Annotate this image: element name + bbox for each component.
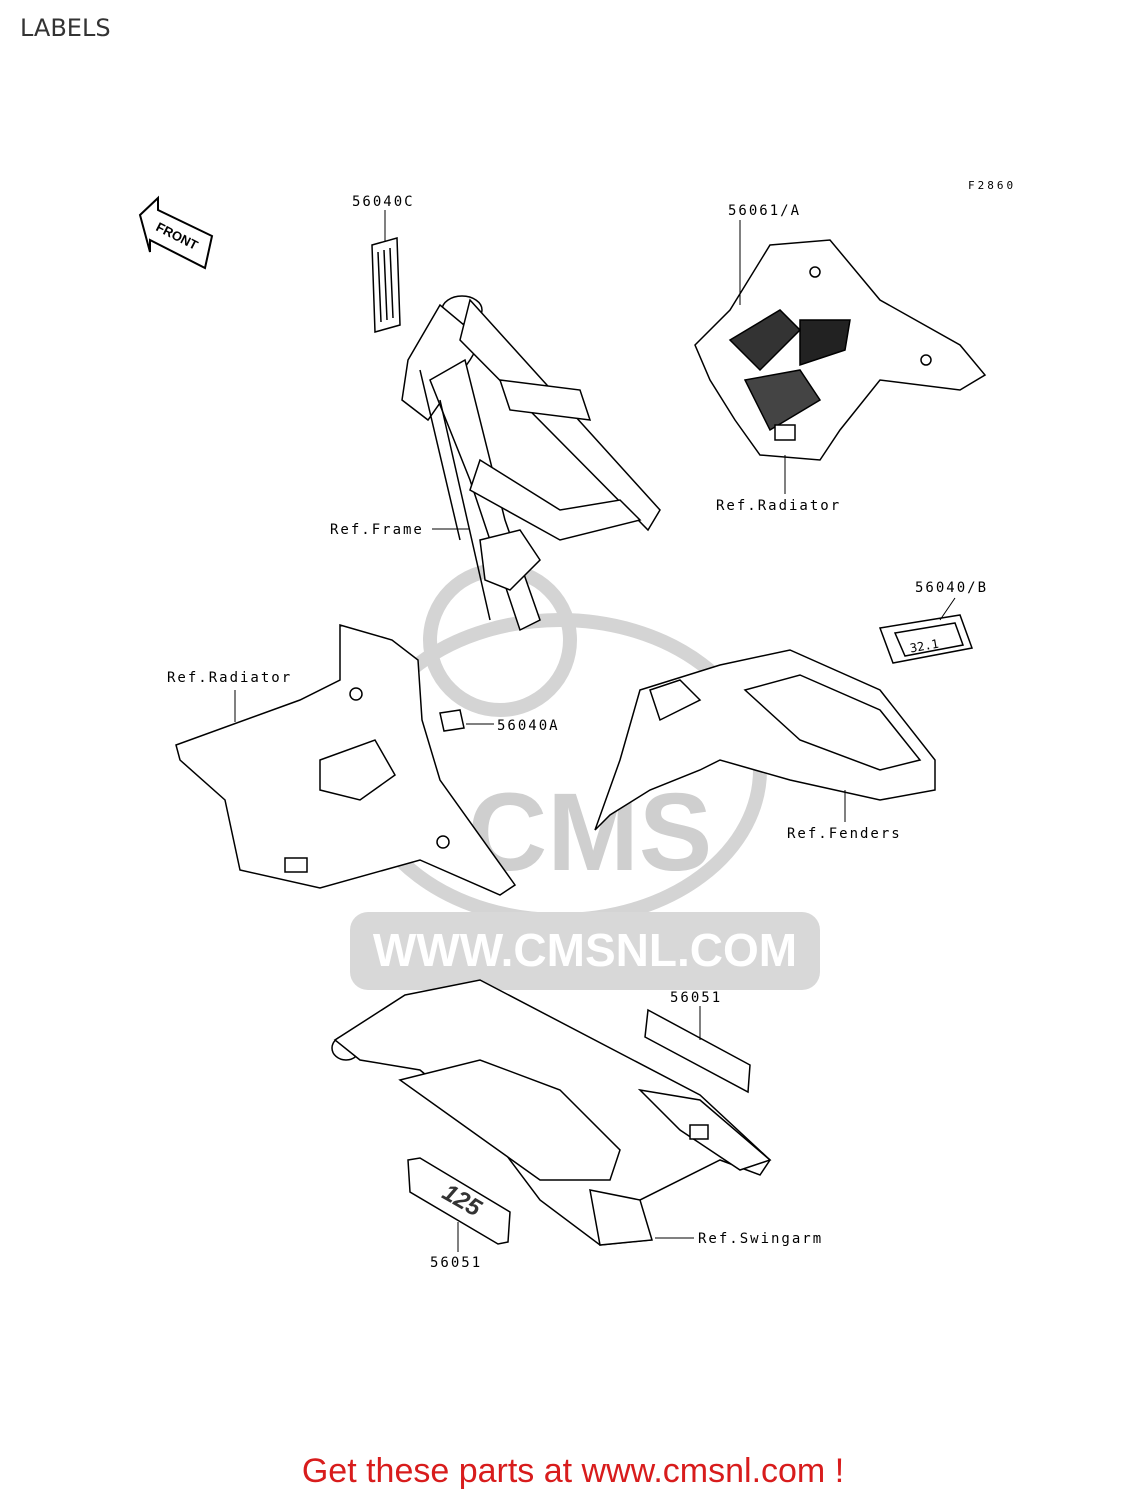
callout-56051-top: 56051	[670, 990, 722, 1006]
decal-56040b: 32.1	[878, 614, 974, 664]
front-arrow-icon: FRONT	[138, 195, 214, 270]
callout-56051-bottom: 56051	[430, 1255, 482, 1271]
callout-ref-fenders: Ref.Fenders	[787, 826, 902, 842]
callout-56040a: 56040A	[497, 718, 560, 734]
decal-56040a	[439, 709, 465, 732]
page-title: LABELS	[20, 14, 111, 42]
callout-ref-swingarm: Ref.Swingarm	[698, 1231, 823, 1247]
footer-cta-link[interactable]: Get these parts at www.cmsnl.com !	[301, 1452, 845, 1490]
watermark-brand: CMS	[468, 771, 712, 894]
decal-56051-bottom: 125	[407, 1157, 511, 1245]
frame-part	[401, 295, 661, 632]
callout-56040c: 56040C	[352, 194, 415, 210]
decal-56040c	[371, 237, 401, 333]
radiator-shroud-left	[175, 624, 517, 896]
callout-ref-frame: Ref.Frame	[330, 522, 424, 538]
figure-code: F2860	[968, 179, 1016, 192]
decal-56051-top	[644, 1008, 751, 1094]
callout-ref-radiator-left: Ref.Radiator	[167, 670, 292, 686]
swingarm-part	[331, 979, 772, 1246]
callout-ref-radiator-top: Ref.Radiator	[716, 498, 841, 514]
callout-56040b: 56040/B	[915, 580, 988, 596]
watermark-banner	[350, 912, 820, 990]
callout-56061a: 56061/A	[728, 203, 801, 219]
decal-chart-code: 32.1	[909, 637, 940, 656]
radiator-shroud-right	[694, 239, 987, 461]
watermark-url: WWW.CMSNL.COM	[373, 924, 797, 976]
rear-fender	[594, 649, 936, 831]
